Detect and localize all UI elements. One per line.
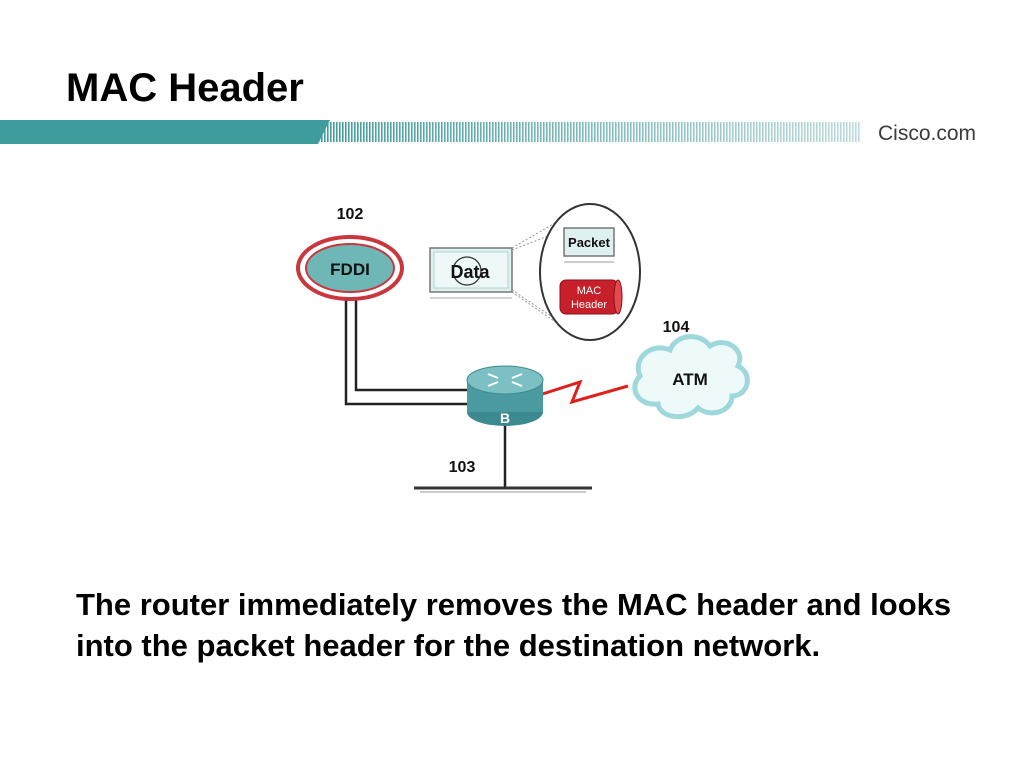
- zoom-circle: [539, 203, 641, 341]
- fddi-label: FDDI: [330, 260, 370, 279]
- lan-number: 103: [449, 459, 476, 476]
- data-label: Data: [450, 262, 490, 282]
- packet-box: [563, 227, 615, 263]
- router-icon: [466, 365, 544, 426]
- cisco-brand: Cisco.com: [878, 122, 977, 145]
- lan-link: [414, 422, 592, 493]
- atm-number: 104: [663, 319, 690, 336]
- zoom-connectors: [511, 219, 571, 333]
- data-frame: [429, 247, 513, 299]
- atm-label: ATM: [672, 370, 708, 389]
- mac-header-line1: MAC: [577, 285, 602, 297]
- fddi-link: [344, 294, 476, 406]
- fddi-ring: [296, 235, 404, 301]
- atm-cloud: [632, 334, 750, 420]
- network-diagram: FDDI 102 Data Packet MAC Header: [280, 190, 760, 510]
- slide-caption: The router immediately removes the MAC h…: [76, 587, 952, 663]
- fddi-number: 102: [337, 206, 364, 223]
- packet-label: Packet: [568, 235, 611, 250]
- router-label: B: [500, 410, 510, 426]
- header-band-graphic: [0, 120, 1024, 144]
- network-diagram-svg: FDDI 102 Data Packet MAC Header: [296, 203, 750, 493]
- mac-header-line2: Header: [571, 299, 607, 311]
- slide-title: MAC Header: [66, 66, 304, 110]
- wan-serial-link: [529, 379, 629, 405]
- header-band: [0, 120, 1024, 144]
- mac-header-cylinder: [559, 279, 623, 315]
